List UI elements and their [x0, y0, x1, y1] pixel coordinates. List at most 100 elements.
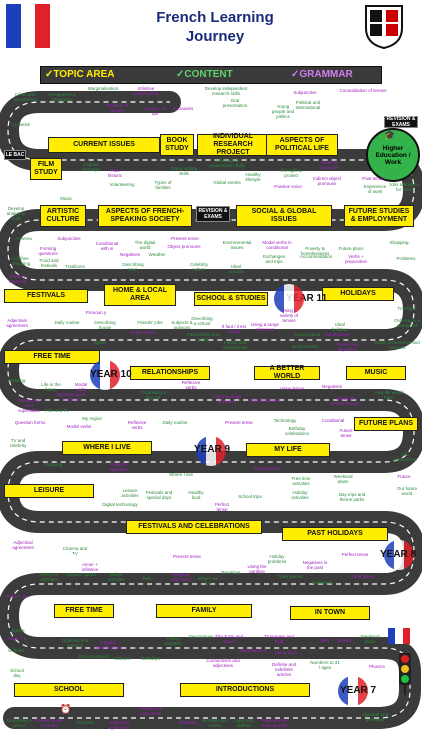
label-celebrity: Celebrity culture — [190, 262, 208, 272]
topic-film-study[interactable]: FILM STUDY — [30, 158, 62, 180]
topic-political-life[interactable]: ASPECTS OF POLITICAL LIFE — [266, 134, 338, 156]
label-variety-tenses: Using a variety of tenses — [279, 308, 299, 323]
label-describing-town: Describing town — [122, 262, 144, 272]
label-work-experience: Experience of work — [363, 184, 387, 194]
label-restaurant: Ordering in a restaurant — [394, 318, 421, 328]
topic-social-global[interactable]: SOCIAL & GLOBAL ISSUES — [236, 205, 332, 227]
topic-school[interactable]: SCHOOL — [14, 683, 124, 697]
label-conjunctive: Conjunctive and superlative — [17, 398, 41, 413]
label-subjunctive-1: Subjunctive — [293, 90, 317, 95]
topic-artistic-culture[interactable]: ARTISTIC CULTURE — [40, 205, 86, 227]
label-town-places: Town places — [277, 574, 303, 579]
topic-better-world[interactable]: A BETTER WORLD — [254, 365, 320, 380]
label-cinema-tv: Cinema and TV — [62, 546, 88, 556]
label-job-preferences: Job preferences — [393, 452, 417, 462]
le-bac-marker: LE BAC — [4, 150, 26, 160]
topic-school-studies[interactable]: SCHOOL & STUDIES — [194, 292, 268, 306]
revision-marker-1: REVISION & EXAMS — [384, 116, 418, 128]
label-film-tv: Film and TV — [44, 408, 70, 413]
topic-free-time-y10[interactable]: FREE TIME — [4, 350, 100, 364]
label-likes: Likes and dislikes — [234, 718, 254, 728]
topic-my-life[interactable]: MY LIFE — [246, 443, 330, 457]
topic-where-i-live[interactable]: WHERE I LIVE — [62, 441, 152, 455]
header: French Learning Journey — [0, 0, 422, 66]
label-jouer-a: Jouer + à — [7, 636, 27, 641]
label-where-we-live: Where we live — [197, 576, 219, 586]
label-outdoor-sports: Outdoor sports — [66, 572, 96, 577]
label-pouvoir: 'pouvoir' — [336, 638, 354, 643]
label-family-relationships: Family and relationships — [222, 340, 248, 350]
label-environment: Environment — [292, 344, 318, 349]
year-8-label: YEAR 8 — [380, 549, 417, 560]
topic-family[interactable]: FAMILY — [156, 604, 252, 618]
topic-relationships[interactable]: RELATIONSHIPS — [130, 366, 210, 380]
label-daily-routine-y11: Daily routine — [54, 320, 80, 325]
topic-current-issues[interactable]: CURRENT ISSUES — [48, 137, 160, 153]
topic-holidays[interactable]: HOLIDAYS — [322, 287, 394, 301]
label-digital-world: The digital world — [134, 240, 156, 250]
label-describing-house: Describing house — [94, 320, 116, 330]
traffic-light-icon — [399, 653, 411, 695]
label-right-protest: The right to protest — [279, 168, 303, 178]
topic-festivals[interactable]: FESTIVALS — [4, 289, 88, 303]
label-aimer-infinitive: Aimer + infinitive — [81, 562, 99, 572]
topic-future-plans[interactable]: FUTURE PLANS — [354, 417, 418, 431]
key-grammar: ✓GRAMMAR — [291, 69, 353, 80]
label-day-out: Organising a day out — [140, 390, 166, 400]
label-school-subjects: School subjects — [78, 654, 110, 659]
label-partitive: Using the partitive — [247, 564, 267, 574]
label-descriptions: Descriptions — [188, 634, 214, 639]
label-sports-y7: Sports — [11, 628, 25, 633]
topic-home-local[interactable]: HOME & LOCAL AREA — [104, 284, 176, 306]
label-using-future: Using future — [279, 386, 305, 391]
label-future-y9b: Future — [397, 474, 411, 479]
label-crime: Crime and punishment — [13, 92, 37, 102]
label-political: Political and international — [295, 100, 321, 110]
label-shopping-y9: Shopping — [43, 462, 63, 467]
topic-past-holidays[interactable]: PAST HOLIDAYS — [282, 527, 388, 541]
topic-research-project[interactable]: INDIVIDUAL RESEARCH PROJECT — [197, 133, 269, 156]
label-ouvrages: 'Ouvrages' and 'faux' — [264, 634, 294, 644]
label-daily-routine-y9: Daily routine — [162, 420, 188, 425]
label-poverty: Poverty & homelessness — [300, 246, 330, 256]
label-breakfast: Breakfast — [221, 570, 241, 575]
label-describing-school-y7: Describing a school — [6, 718, 32, 728]
topic-free-time-y7[interactable]: FREE TIME — [54, 604, 114, 618]
label-cinema: Cinema — [16, 236, 32, 241]
label-past-historic: Past historic — [107, 168, 123, 178]
label-perfect-y8: Perfect tense — [341, 552, 369, 557]
topic-in-town[interactable]: IN TOWN — [290, 606, 370, 620]
label-the-time: The time — [76, 720, 94, 725]
topic-introductions[interactable]: INTRODUCTIONS — [180, 683, 310, 697]
label-independent-research: Develop independent research skills — [204, 86, 248, 96]
topic-future-studies[interactable]: FUTURE STUDIES & EMPLOYMENT — [344, 205, 414, 227]
label-alphabet: Alphabet and greetings — [361, 712, 389, 722]
label-negatives-y10: Negatives — [321, 384, 342, 389]
label-model-verbs: Model verbs — [66, 424, 92, 429]
label-numbers: Numbers to 31 / ages — [310, 660, 340, 670]
label-where-live-y9: Where I live — [169, 472, 193, 477]
label-present-er: Present tense -er verbs — [35, 718, 63, 728]
label-clothes: Clothes shopping — [11, 256, 31, 266]
label-friends-jobs: Friends' jobs — [137, 320, 163, 325]
topic-festivals-celebrations[interactable]: FESTIVALS AND CELEBRATIONS — [126, 520, 262, 534]
topic-music[interactable]: MUSIC — [346, 366, 406, 380]
higher-education-marker: Higher Education / Work — [366, 128, 420, 182]
label-perfect-y9b: Perfect tense — [214, 502, 230, 512]
label-digital-tech: Digital technology — [102, 502, 138, 507]
label-theme-parks: Day trips and theme parks — [338, 492, 366, 502]
year-7-flag-icon — [338, 676, 368, 706]
topic-french-speaking[interactable]: ASPECTS OF FRENCH-SPEAKING SOCIETY — [98, 205, 192, 227]
topic-leisure[interactable]: LEISURE — [4, 484, 94, 498]
label-healthy-food: Healthy food — [188, 490, 204, 500]
topic-book-study[interactable]: BOOK STUDY — [160, 134, 194, 156]
year-9-flag-icon — [196, 436, 226, 466]
label-ideal-schools: Ideal schools — [228, 264, 244, 274]
key-topic: ✓TOPIC AREA — [45, 69, 115, 80]
key-content: ✓CONTENT — [176, 69, 233, 80]
year-8-flag-icon — [384, 540, 414, 570]
label-positive-article: Positive article de — [8, 274, 28, 284]
label-young-people: Young people and politics — [271, 104, 295, 119]
label-types-families: Types of families — [154, 180, 172, 190]
title-line-2: Journey — [185, 28, 245, 45]
